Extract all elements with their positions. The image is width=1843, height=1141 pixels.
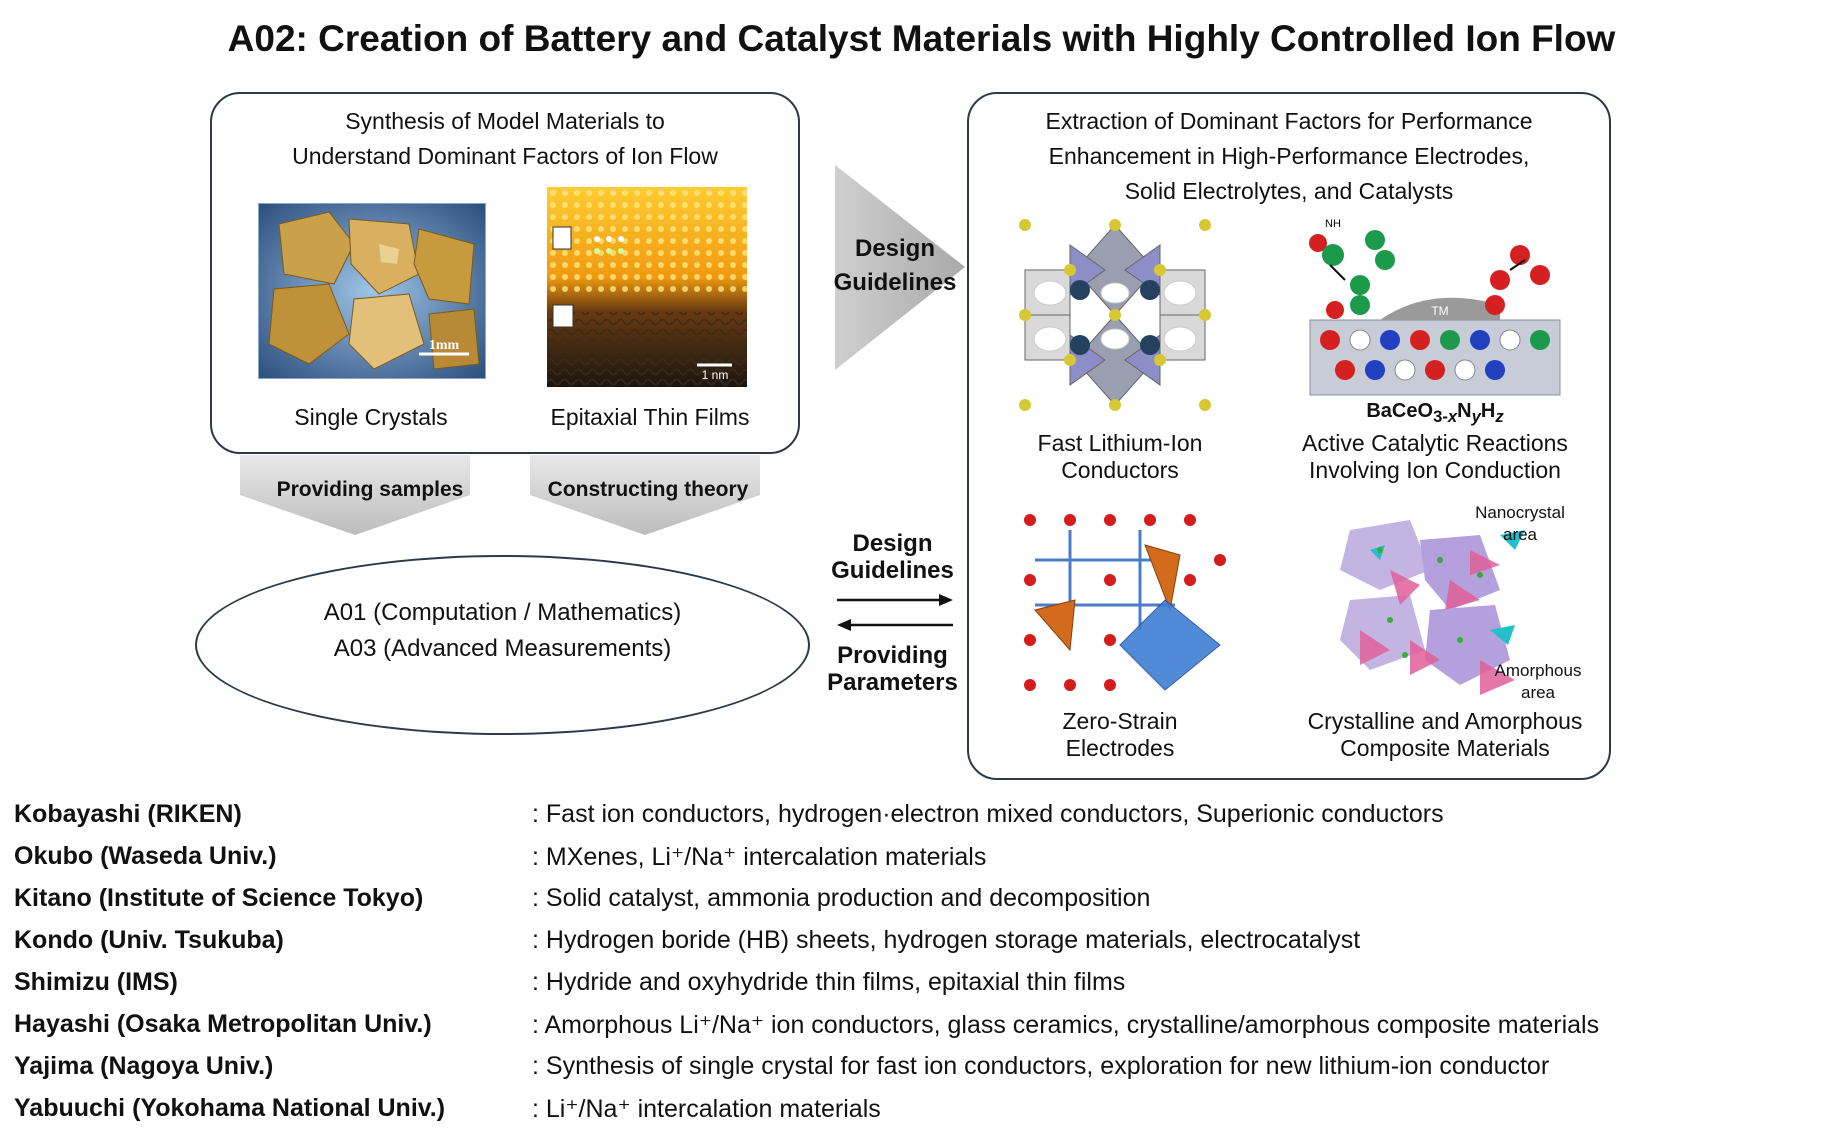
member-description: : MXenes, Li⁺/Na⁺ intercalation material… [532,843,987,871]
tm-label: TM [1431,304,1448,318]
member-name: Kitano (Institute of Science Tokyo) [14,884,424,912]
exchange-arrows [837,594,953,631]
composite-structure [1330,510,1530,700]
dominant-factors-heading: Extraction of Dominant Factors for Perfo… [1045,108,1533,204]
member-name: Kondo (Univ. Tsukuba) [14,926,284,954]
member-description: : Solid catalyst, ammonia production and… [532,884,1151,912]
member-name: Yabuuchi (Yokohama National Univ.) [14,1094,446,1122]
single-crystals-label: Single Crystals [294,404,448,430]
design-guidelines-top-label: Design Guidelines [833,235,957,296]
formula-label: BaCeO3-xNyHz [1366,400,1504,426]
catalytic-reaction-diagram: TM NH [1300,215,1570,400]
member-name: Kobayashi (RIKEN) [14,800,242,828]
page-title: A02: Creation of Battery and Catalyst Ma… [227,18,1616,59]
fast-lithium-label: Fast Lithium-Ion Conductors [1037,430,1203,483]
ellipse-text: A01 (Computation / Mathematics) A03 (Adv… [323,599,682,662]
epitaxial-film-image: 1 nm [547,187,747,387]
model-materials-heading: Synthesis of Model Materials to Understa… [292,108,718,169]
scale-bar-label: 1 nm [702,368,729,382]
member-description: : Synthesis of single crystal for fast i… [532,1052,1550,1080]
member-name: Shimizu (IMS) [14,968,178,996]
member-description: : Li⁺/Na⁺ intercalation materials [532,1095,881,1123]
member-description: : Hydrogen boride (HB) sheets, hydrogen … [532,926,1361,954]
zero-strain-structure [1015,500,1230,700]
amorphous-area-label: Amorphous area [1494,661,1582,702]
member-description: : Amorphous Li⁺/Na⁺ ion conductors, glas… [532,1011,1600,1039]
nanocrystal-area-label: Nanocrystal area [1475,503,1565,544]
providing-samples-label: Providing samples [276,478,464,501]
composite-materials-label: Crystalline and Amorphous Composite Mate… [1307,708,1583,761]
providing-parameters-label: Providing Parameters [827,642,958,696]
member-name: Yajima (Nagoya Univ.) [14,1052,274,1080]
lithium-conductor-structure [1015,215,1215,415]
downward-arrows [240,455,760,535]
zero-strain-label: Zero-Strain Electrodes [1062,708,1178,761]
catalytic-reactions-label: Active Catalytic Reactions Involving Ion… [1302,430,1568,483]
a01-a03-ellipse [195,555,810,735]
nh3-label: NH [1325,218,1341,230]
single-crystals-image: 1mm [258,203,486,379]
constructing-theory-label: Constructing theory [547,478,749,501]
member-description: : Fast ion conductors, hydrogen·electron… [532,800,1444,828]
member-name: Hayashi (Osaka Metropolitan Univ.) [14,1010,432,1038]
design-guidelines-arrow [835,165,965,370]
scale-bar-label: 1mm [429,338,460,353]
design-guidelines-mid-label: Design Guidelines [831,530,954,584]
member-description: : Hydride and oxyhydride thin films, epi… [532,968,1126,996]
member-name: Okubo (Waseda Univ.) [14,842,277,870]
epitaxial-films-label: Epitaxial Thin Films [550,404,750,430]
